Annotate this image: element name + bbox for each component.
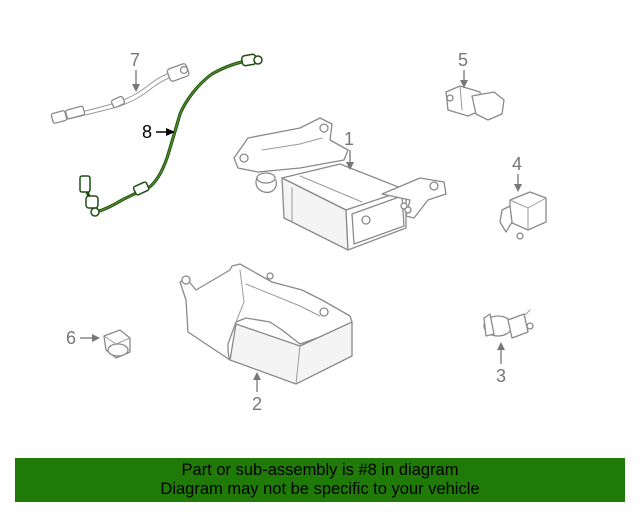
callout-2: 2 — [252, 394, 262, 414]
part-3-pressure-sensor[interactable] — [483, 309, 534, 339]
callout-5: 5 — [458, 50, 468, 70]
callout-3-group: 3 — [496, 342, 506, 386]
callout-2-group: 2 — [252, 372, 262, 414]
callout-5-group: 5 — [458, 50, 468, 88]
callout-8: 8 — [142, 122, 152, 142]
part-1-charcoal-canister[interactable] — [233, 117, 447, 251]
part-5-vacuum-valve[interactable] — [445, 85, 505, 121]
banner-line-1: Part or sub-assembly is #8 in diagram — [181, 461, 459, 479]
callout-7-group: 7 — [130, 50, 140, 92]
callout-8-group: 8 — [142, 122, 175, 142]
part-6-connector[interactable] — [103, 329, 131, 359]
part-2-canister-bracket[interactable] — [179, 263, 353, 385]
parts-diagram: 7 8 — [50, 50, 547, 414]
callout-1: 1 — [344, 129, 354, 149]
callout-1-group: 1 — [344, 129, 354, 170]
part-7-oxygen-sensor[interactable] — [50, 63, 190, 124]
part-4-sensor-module[interactable] — [499, 191, 547, 240]
callout-6: 6 — [66, 328, 76, 348]
banner-line-2: Diagram may not be specific to your vehi… — [160, 480, 480, 498]
callout-4: 4 — [512, 154, 522, 174]
callout-4-group: 4 — [512, 154, 522, 192]
callout-3: 3 — [496, 366, 506, 386]
info-banner: Part or sub-assembly is #8 in diagram Di… — [15, 458, 625, 502]
callout-7: 7 — [130, 50, 140, 70]
callout-6-group: 6 — [66, 328, 100, 348]
part-8-oxygen-sensor[interactable] — [79, 53, 263, 217]
